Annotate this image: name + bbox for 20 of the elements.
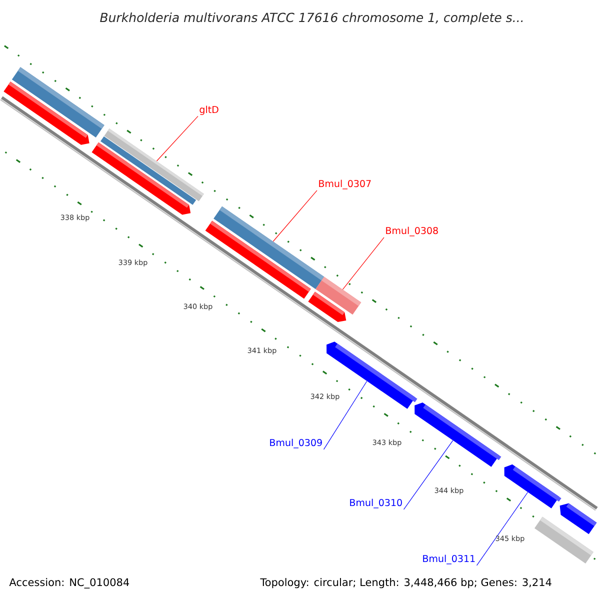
gene-feature [414,402,502,467]
leader-line [342,237,384,290]
info-text: Topology: circular; Length: 3,448,466 bp; Genes: 3,214 [260,578,552,588]
gene-label: gltD [200,106,218,115]
gene-label: Bmul_0307 [319,180,371,190]
gene-feature [504,464,562,508]
gene-feature [326,342,418,409]
gene-label: Bmul_0309 [270,438,322,448]
gene-feature [214,206,324,290]
gene-feature [316,276,362,315]
leader-line [403,440,454,510]
leader-line [476,492,528,566]
title: Burkholderia multivorans ATCC 17616 chromosome 1, complete s... [100,12,523,25]
info-text: Accession: NC_010084 [9,578,130,588]
gene-label: Bmul_0311 [423,554,475,564]
gene-label: Bmul_0310 [350,498,402,508]
gene-feature [104,128,204,202]
leader-line [272,190,318,242]
leader-line [323,380,368,450]
gene-label: Bmul_0308 [386,226,438,236]
